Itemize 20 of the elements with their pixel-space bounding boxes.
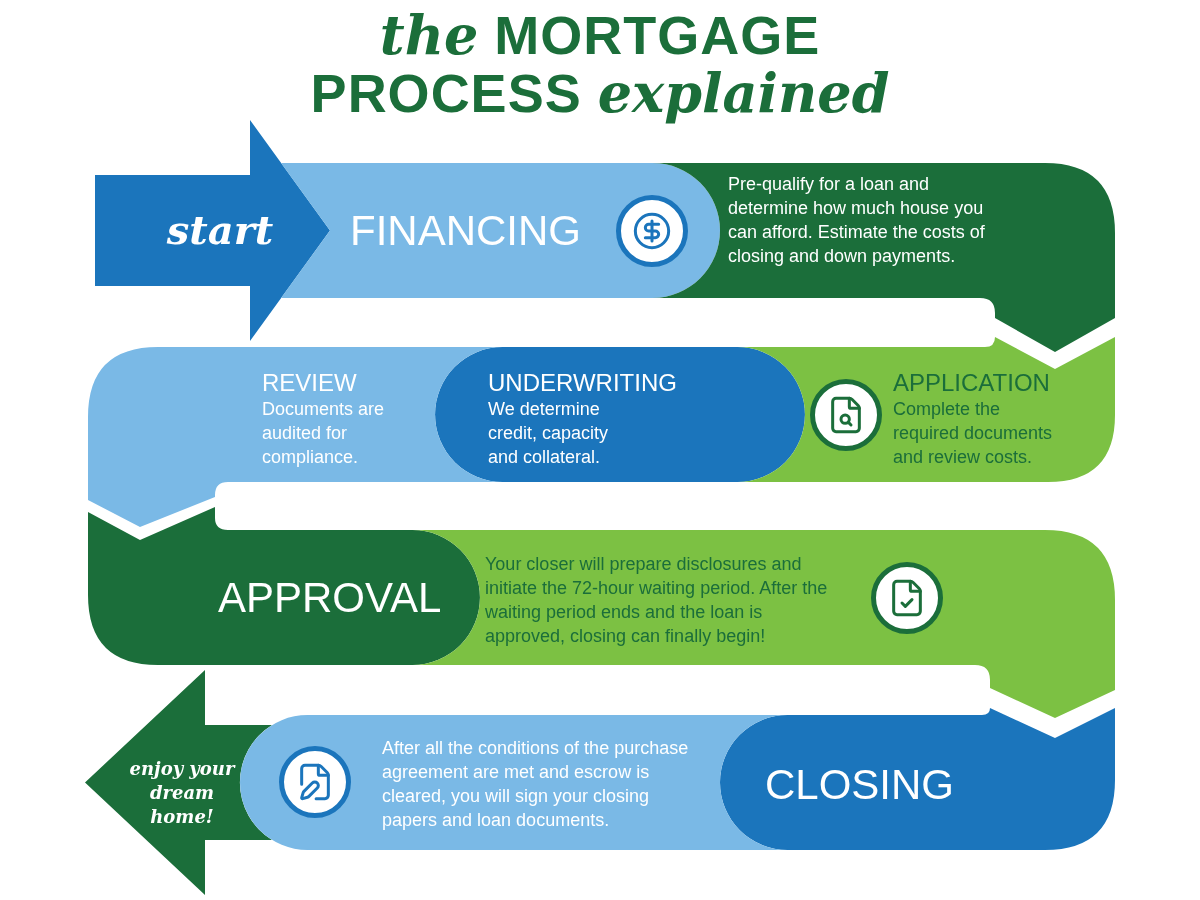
stage-heading: APPLICATION <box>893 369 1051 397</box>
description-text: We determine credit, capacity and collateral. <box>488 398 610 469</box>
title: the MORTGAGE PROCESS explained <box>309 6 891 122</box>
finish-arrow <box>85 670 272 895</box>
stage-heading: CLOSING <box>765 760 956 810</box>
edge-label: enjoy your dream home! <box>128 757 237 829</box>
ribbon-segment <box>435 347 805 482</box>
edge-label: start <box>165 205 275 255</box>
description-text: Your closer will prepare disclosures and initiate the 72-hour waiting period. After the waiting period ends and the loan is approved, closing can finally begin! <box>485 553 829 648</box>
description-text: Pre-qualify for a loan and determine how much house you can afford. Estimate the costs of closing and down payments. <box>728 173 986 268</box>
stage-heading: UNDERWRITING <box>488 369 678 397</box>
description-text: After all the conditions of the purchase agreement are met and escrow is cleared, you will sign your closing papers and loan documents. <box>382 737 690 832</box>
stage-heading: APPROVAL <box>218 573 443 623</box>
stage-heading: FINANCING <box>350 206 582 256</box>
ribbon-turn <box>720 708 1115 850</box>
ribbon-turn <box>88 507 480 665</box>
description-text: Documents are audited for compliance. <box>262 398 386 469</box>
stage-heading: REVIEW <box>262 369 358 397</box>
description-text: Complete the required documents and review costs. <box>893 398 1054 469</box>
start-arrow <box>95 120 330 341</box>
